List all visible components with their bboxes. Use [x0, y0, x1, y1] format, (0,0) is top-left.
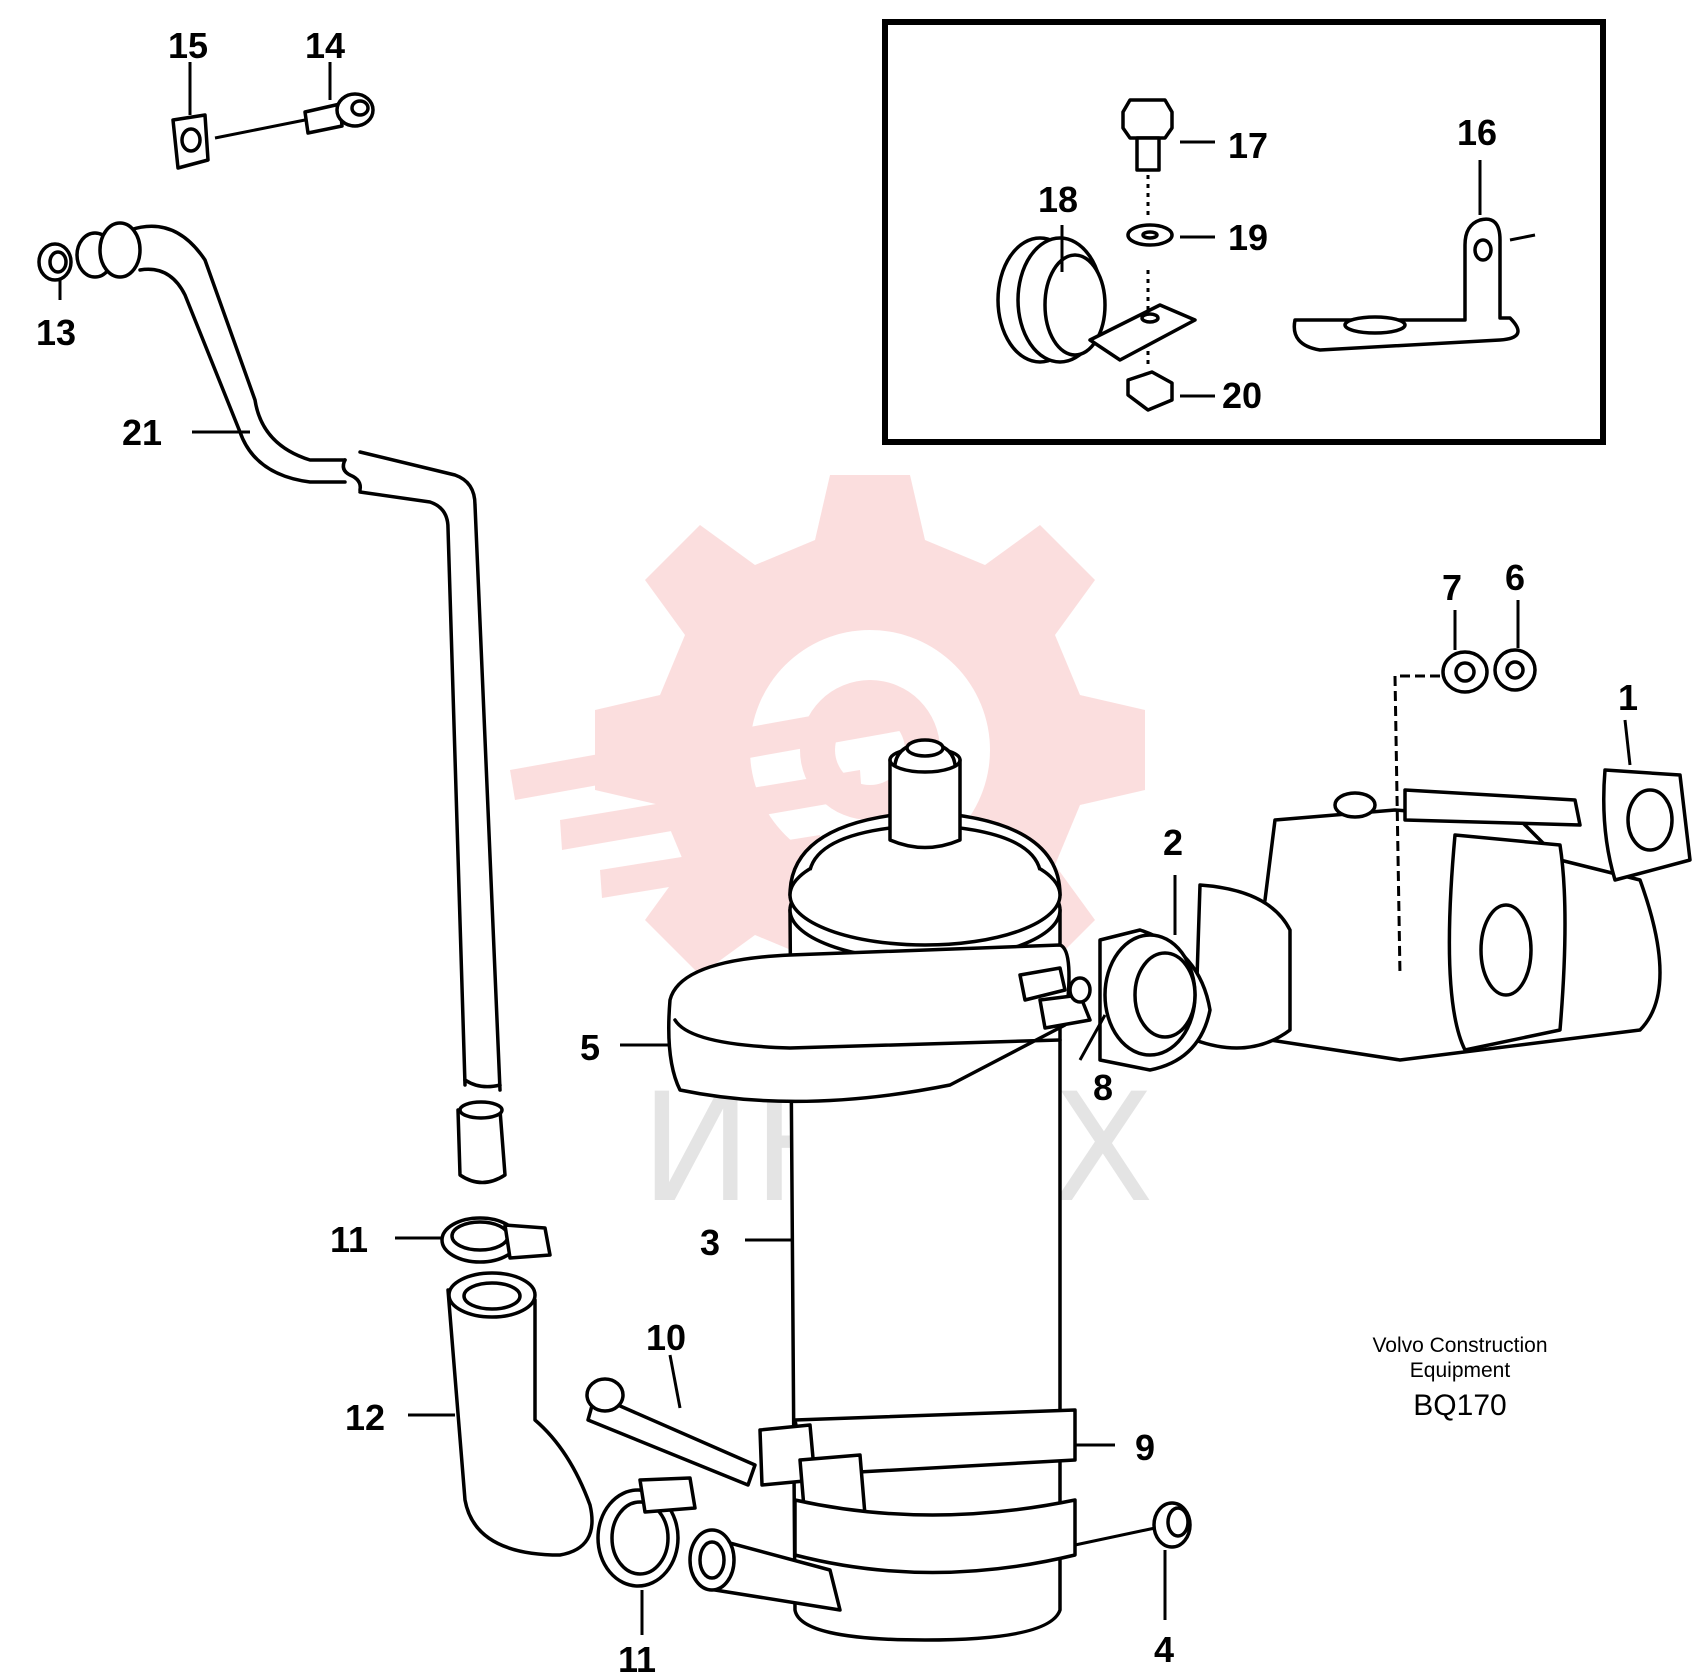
reference-code: BQ170 [1413, 1389, 1506, 1422]
bracket-16 [1292, 217, 1520, 352]
callout-19: 19 [1228, 217, 1268, 258]
callout-17: 17 [1228, 125, 1268, 166]
callout-7: 7 [1442, 567, 1462, 608]
clamp-18 [996, 236, 1197, 364]
bolt-17 [1121, 98, 1174, 215]
band-bottom [793, 1498, 1077, 1575]
nut-20 [1126, 370, 1174, 412]
hose-clamp-11-top [440, 1216, 552, 1264]
reference-line-2: Equipment [1410, 1359, 1511, 1382]
band-9 [758, 1408, 1077, 1522]
screw-14 [303, 92, 375, 135]
callout-13: 13 [36, 312, 76, 353]
callout-6: 6 [1505, 557, 1525, 598]
callout-2: 2 [1163, 822, 1183, 863]
callout-5: 5 [580, 1027, 600, 1068]
callout-18: 18 [1038, 179, 1078, 220]
callout-16: 16 [1457, 112, 1497, 153]
callout-15: 15 [168, 25, 208, 66]
housing-1 [1068, 768, 1692, 1072]
plug-4 [1152, 1501, 1192, 1549]
speed-lines-icon [510, 700, 905, 898]
callout-20: 20 [1222, 375, 1262, 416]
callout-9: 9 [1135, 1427, 1155, 1468]
pipe-21 [75, 221, 507, 1185]
hose-12 [446, 1271, 594, 1557]
callout-1: 1 [1618, 677, 1638, 718]
callout-10: 10 [646, 1317, 686, 1358]
outlet-pipe [688, 1528, 842, 1612]
callout-21: 21 [122, 412, 162, 453]
nut-6 [1493, 648, 1537, 692]
callout-11a: 11 [330, 1219, 368, 1260]
callout-8: 8 [1093, 1067, 1113, 1108]
nut-15 [171, 113, 210, 170]
callout-3: 3 [700, 1222, 720, 1263]
callout-11b: 11 [618, 1639, 656, 1680]
hose-clamp-11-bottom [596, 1476, 697, 1588]
reference-line-1: Volvo Construction [1372, 1334, 1547, 1357]
callout-12: 12 [345, 1397, 385, 1438]
washer-7 [1441, 650, 1489, 694]
callout-4: 4 [1154, 1629, 1174, 1670]
callout-14: 14 [305, 25, 345, 66]
inset-frame [882, 19, 1606, 445]
screw-10 [585, 1377, 757, 1487]
